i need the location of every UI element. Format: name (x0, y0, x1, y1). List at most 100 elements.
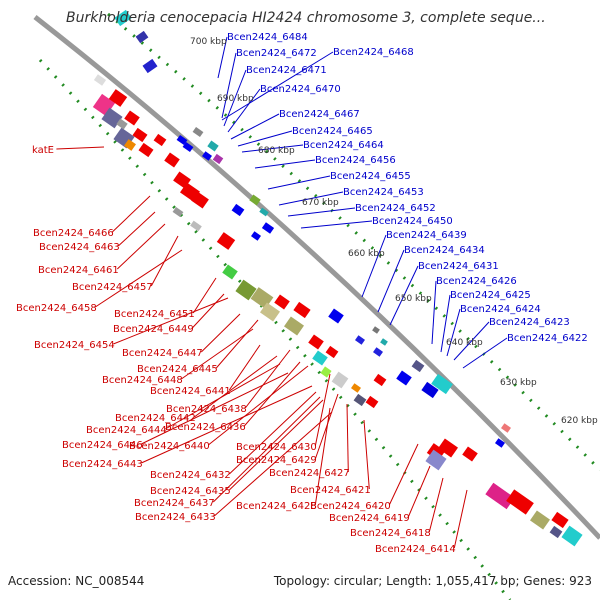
gene-feature-25[interactable] (93, 74, 107, 86)
gene-label-Bcen2424_6437[interactable]: Bcen2424_6437 (134, 498, 215, 509)
gene-feature-32[interactable] (132, 127, 148, 143)
gene-feature-52[interactable] (320, 366, 332, 378)
gene-label-Bcen2424_6464[interactable]: Bcen2424_6464 (303, 140, 384, 151)
gene-label-Bcen2424_6436[interactable]: Bcen2424_6436 (165, 422, 246, 433)
gene-label-Bcen2424_6457[interactable]: Bcen2424_6457 (72, 282, 153, 293)
gene-feature-47[interactable] (284, 316, 304, 336)
gene-label-Bcen2424_6430[interactable]: Bcen2424_6430 (236, 442, 317, 453)
gene-feature-13[interactable] (396, 370, 412, 386)
gene-label-Bcen2424_6449[interactable]: Bcen2424_6449 (113, 324, 194, 335)
gene-feature-7[interactable] (249, 194, 261, 206)
gene-label-Bcen2424_6419[interactable]: Bcen2424_6419 (329, 513, 410, 524)
gene-feature-12[interactable] (373, 347, 383, 357)
gene-label-Bcen2424_6468[interactable]: Bcen2424_6468 (333, 47, 414, 58)
gene-feature-40[interactable] (190, 220, 202, 232)
gene-feature-11[interactable] (355, 335, 365, 345)
gene-feature-61[interactable] (462, 446, 478, 462)
gene-label-Bcen2424_6422[interactable]: Bcen2424_6422 (507, 333, 588, 344)
gene-feature-29[interactable] (124, 110, 140, 126)
gene-feature-48[interactable] (293, 301, 311, 319)
gene-label-Bcen2424_6458[interactable]: Bcen2424_6458 (16, 303, 97, 314)
gene-label-Bcen2424_6418[interactable]: Bcen2424_6418 (350, 528, 431, 539)
gene-label-Bcen2424_6471[interactable]: Bcen2424_6471 (246, 65, 327, 76)
gene-feature-10[interactable] (328, 308, 344, 324)
gene-feature-3[interactable] (182, 141, 194, 153)
gene-feature-1[interactable] (135, 30, 149, 44)
gene-label-Bcen2424_6450[interactable]: Bcen2424_6450 (372, 216, 453, 227)
gene-label-Bcen2424_6465[interactable]: Bcen2424_6465 (292, 126, 373, 137)
gene-feature-64[interactable] (530, 510, 550, 530)
gene-feature-34[interactable] (153, 133, 167, 147)
gene-feature-59[interactable] (438, 438, 458, 458)
gene-feature-8[interactable] (261, 222, 275, 234)
gene-feature-53[interactable] (331, 371, 349, 389)
gene-feature-67[interactable] (549, 525, 563, 539)
gene-feature-9[interactable] (251, 231, 261, 241)
gene-feature-54[interactable] (351, 383, 361, 393)
gene-feature-41[interactable] (216, 232, 236, 250)
gene-label-Bcen2424_6445[interactable]: Bcen2424_6445 (137, 364, 218, 375)
gene-feature-14[interactable] (411, 359, 425, 373)
gene-feature-51[interactable] (325, 345, 339, 359)
gene-label-Bcen2424_6426[interactable]: Bcen2424_6426 (436, 276, 517, 287)
gene-label-Bcen2424_6444[interactable]: Bcen2424_6444 (86, 425, 167, 436)
gene-label-Bcen2424_6425[interactable]: Bcen2424_6425 (450, 290, 531, 301)
gene-feature-31[interactable] (124, 139, 136, 151)
gene-label-Bcen2424_6447[interactable]: Bcen2424_6447 (122, 348, 203, 359)
gene-label-Bcen2424_6470[interactable]: Bcen2424_6470 (260, 84, 341, 95)
gene-feature-4[interactable] (176, 134, 188, 146)
gene-feature-63[interactable] (506, 489, 534, 515)
gene-label-Bcen2424_6433[interactable]: Bcen2424_6433 (135, 512, 216, 523)
gene-feature-21[interactable] (192, 126, 204, 138)
gene-label-Bcen2424_6421[interactable]: Bcen2424_6421 (290, 485, 371, 496)
gene-feature-45[interactable] (260, 302, 280, 322)
gene-label-Bcen2424_6439[interactable]: Bcen2424_6439 (386, 230, 467, 241)
gene-feature-65[interactable] (551, 511, 569, 529)
gene-feature-27[interactable] (108, 89, 128, 107)
gene-label-Bcen2424_6428[interactable]: Bcen2424_6428 (236, 501, 317, 512)
gene-label-Bcen2424_6448[interactable]: Bcen2424_6448 (102, 375, 183, 386)
gene-label-katE[interactable]: katE (32, 145, 54, 156)
gene-label-Bcen2424_6431[interactable]: Bcen2424_6431 (418, 261, 499, 272)
gene-feature-60[interactable] (425, 449, 447, 471)
gene-feature-55[interactable] (353, 393, 367, 407)
gene-label-Bcen2424_6441[interactable]: Bcen2424_6441 (150, 386, 231, 397)
gene-label-Bcen2424_6461[interactable]: Bcen2424_6461 (38, 265, 119, 276)
gene-feature-43[interactable] (235, 279, 257, 301)
gene-label-Bcen2424_6455[interactable]: Bcen2424_6455 (330, 171, 411, 182)
gene-label-Bcen2424_6438[interactable]: Bcen2424_6438 (166, 404, 247, 415)
gene-label-Bcen2424_6456[interactable]: Bcen2424_6456 (315, 155, 396, 166)
gene-label-Bcen2424_6453[interactable]: Bcen2424_6453 (343, 187, 424, 198)
gene-feature-62[interactable] (485, 482, 515, 510)
gene-label-Bcen2424_6451[interactable]: Bcen2424_6451 (114, 309, 195, 320)
gene-feature-6[interactable] (231, 203, 245, 217)
gene-label-Bcen2424_6472[interactable]: Bcen2424_6472 (236, 48, 317, 59)
gene-feature-42[interactable] (222, 264, 238, 280)
gene-label-Bcen2424_6414[interactable]: Bcen2424_6414 (375, 544, 456, 555)
gene-label-Bcen2424_6463[interactable]: Bcen2424_6463 (39, 242, 120, 253)
gene-label-Bcen2424_6442[interactable]: Bcen2424_6442 (115, 413, 196, 424)
gene-label-Bcen2424_6424[interactable]: Bcen2424_6424 (460, 304, 541, 315)
gene-label-Bcen2424_6454[interactable]: Bcen2424_6454 (34, 340, 115, 351)
gene-feature-22[interactable] (259, 207, 269, 217)
gene-label-Bcen2424_6467[interactable]: Bcen2424_6467 (279, 109, 360, 120)
gene-label-Bcen2424_6432[interactable]: Bcen2424_6432 (150, 470, 231, 481)
gene-feature-17[interactable] (495, 438, 505, 448)
gene-feature-18[interactable] (501, 423, 511, 433)
gene-label-Bcen2424_6466[interactable]: Bcen2424_6466 (33, 228, 114, 239)
gene-feature-56[interactable] (365, 395, 379, 409)
gene-label-Bcen2424_6435[interactable]: Bcen2424_6435 (150, 486, 231, 497)
gene-feature-35[interactable] (164, 152, 180, 168)
gene-feature-23[interactable] (372, 326, 380, 334)
gene-label-Bcen2424_6443[interactable]: Bcen2424_6443 (62, 459, 143, 470)
gene-feature-38[interactable] (191, 191, 209, 209)
gene-label-Bcen2424_6452[interactable]: Bcen2424_6452 (355, 203, 436, 214)
gene-feature-39[interactable] (172, 206, 184, 218)
gene-feature-15[interactable] (421, 381, 439, 399)
gene-feature-19[interactable] (207, 140, 219, 152)
gene-feature-24[interactable] (380, 338, 388, 346)
gene-label-Bcen2424_6484[interactable]: Bcen2424_6484 (227, 32, 308, 43)
gene-feature-2[interactable] (114, 9, 132, 27)
gene-label-Bcen2424_6446[interactable]: Bcen2424_6446 (62, 440, 143, 451)
gene-feature-5[interactable] (202, 151, 212, 161)
